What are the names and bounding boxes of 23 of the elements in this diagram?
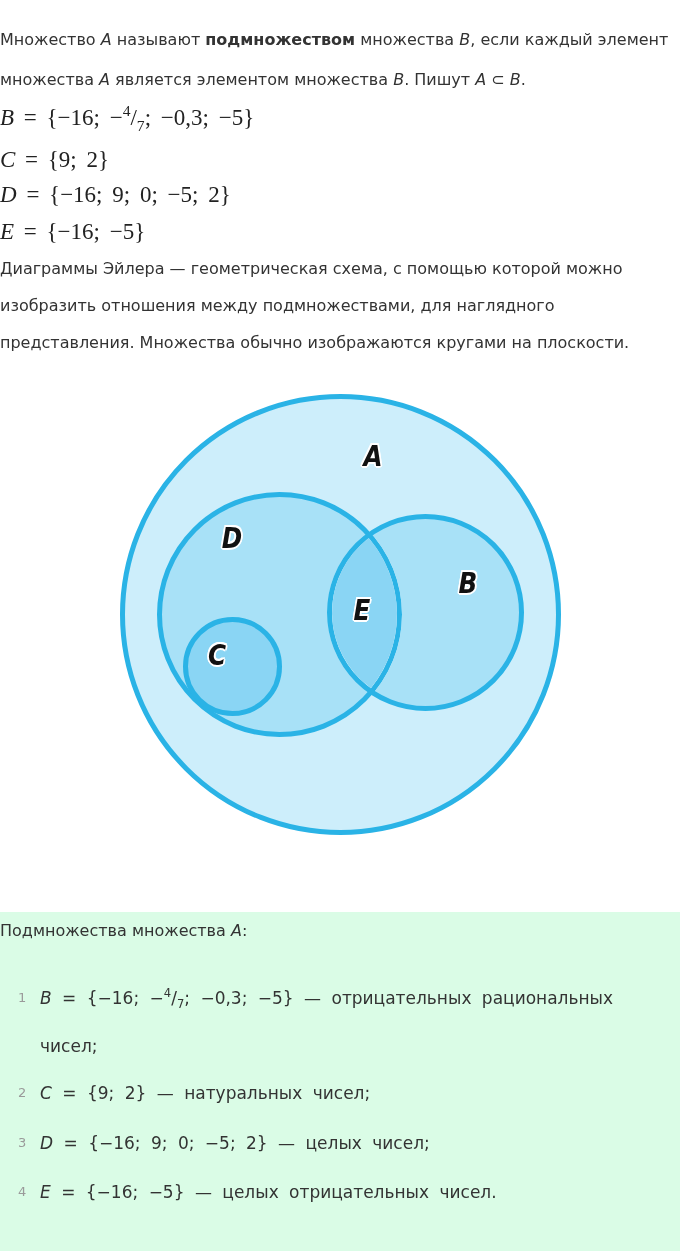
list-number: 1 (18, 989, 27, 1007)
list-item: C = {9; 2} — натуральных чисел; (40, 1082, 371, 1105)
list-number: 2 (18, 1084, 27, 1102)
list-item: E = {−16; −5} — целых отрицательных чисел. (40, 1181, 497, 1204)
set-formula: C = {9; 2} (0, 146, 110, 174)
set-circle (119, 393, 561, 835)
set-letter: D (220, 523, 244, 553)
definition-paragraph: Множество A называют подмножеством множества B, если каждый элемент множества A является элементом множества B. Пишут A ⊂ B. (0, 29, 670, 91)
set-letter: A (361, 441, 384, 471)
set-letter: C (206, 640, 228, 670)
list-item: B = {−16; −$^{4}$/$_{7}$; −0,3; −5} — отрицательных рациональных чисел; (40, 985, 615, 1058)
set-formula: E = {−16; −5} (0, 218, 146, 246)
list-number: 3 (18, 1134, 27, 1152)
set-letter: E (352, 595, 372, 625)
list-number: 4 (18, 1183, 27, 1201)
section-heading: Подмножества множества A: (0, 920, 248, 942)
set-letter: B (457, 568, 479, 598)
list-item: D = {−16; 9; 0; −5; 2} — целых чисел; (40, 1132, 430, 1155)
intersection-region (331, 537, 397, 688)
set-formula: B = {−16; −$^{4}$/$_{7}$; −0,3; −5} (0, 101, 255, 136)
set-circle (182, 616, 282, 716)
set-formula: D = {−16; 9; 0; −5; 2} (0, 181, 231, 209)
description-paragraph: Диаграммы Эйлера — геометрическая схема, с помощью которой можно изобразить отношения между подмножествами, для наглядного представления. Множества обычно изображаются кругами на плоскости. (0, 258, 631, 354)
